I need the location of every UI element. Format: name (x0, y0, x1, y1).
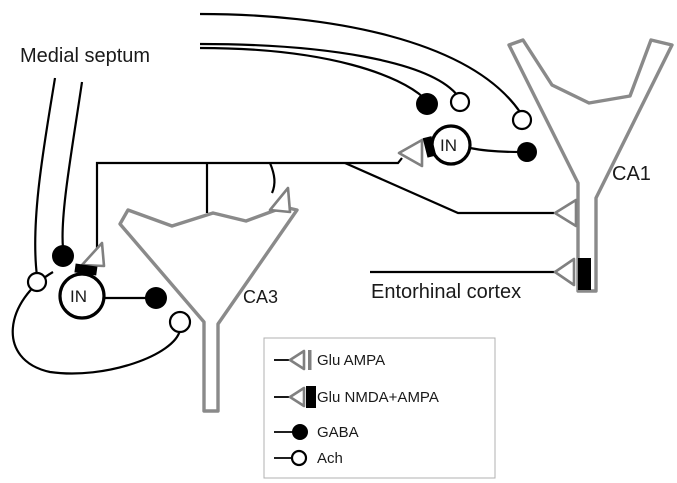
ca1-interneuron-gaba-terminal (517, 142, 537, 162)
legend: Glu AMPA Glu NMDA+AMPA GABA Ach (264, 338, 495, 478)
ca3-in-glu-ampa-synapse (82, 243, 104, 266)
ca1-septal-gaba-terminal (416, 93, 438, 115)
ca1-septal-ach-terminal-2 (513, 111, 531, 129)
ca1-nmda-receptor-bar (578, 258, 591, 290)
ca1-label: CA1 (612, 163, 651, 185)
ca1-in-glu-ampa-synapse (399, 140, 422, 166)
legend-gaba-label: GABA (317, 424, 359, 441)
ca1-glu-nmda-ampa-synapse (555, 259, 574, 285)
ca1-interneuron-label: IN (440, 136, 457, 155)
ca3-interneuron-label: IN (70, 287, 87, 306)
septal-fiber-ca1-ach (200, 14, 520, 112)
schaffer-collateral-branch-ca1 (345, 163, 554, 213)
septal-fiber-ca3-ach (35, 78, 55, 276)
septal-fiber-ca1-ach-2 (200, 44, 458, 96)
ca1-interneuron-axon (470, 148, 520, 152)
ca3-septal-ach-terminal (28, 273, 46, 291)
recurrent-collateral-2 (270, 163, 274, 193)
ca3-interneuron-ach-terminal (170, 312, 190, 332)
ca1-septal-ach-terminal-1 (451, 93, 469, 111)
ca3-label: CA3 (243, 287, 278, 307)
ca1-glu-ampa-synapse (555, 200, 576, 226)
medial-septum-label: Medial septum (20, 45, 150, 67)
legend-glu-nmda-ampa-label: Glu NMDA+AMPA (317, 389, 439, 406)
legend-glu-ampa-label: Glu AMPA (317, 352, 385, 369)
ca3-interneuron-gaba-terminal (145, 287, 167, 309)
entorhinal-cortex-label: Entorhinal cortex (371, 281, 521, 303)
septal-fiber-ca3-gaba (63, 82, 82, 248)
ca3-septal-gaba-terminal (52, 245, 74, 267)
septal-fiber-ca1-gaba (200, 48, 424, 98)
legend-ach-label: Ach (317, 450, 343, 467)
